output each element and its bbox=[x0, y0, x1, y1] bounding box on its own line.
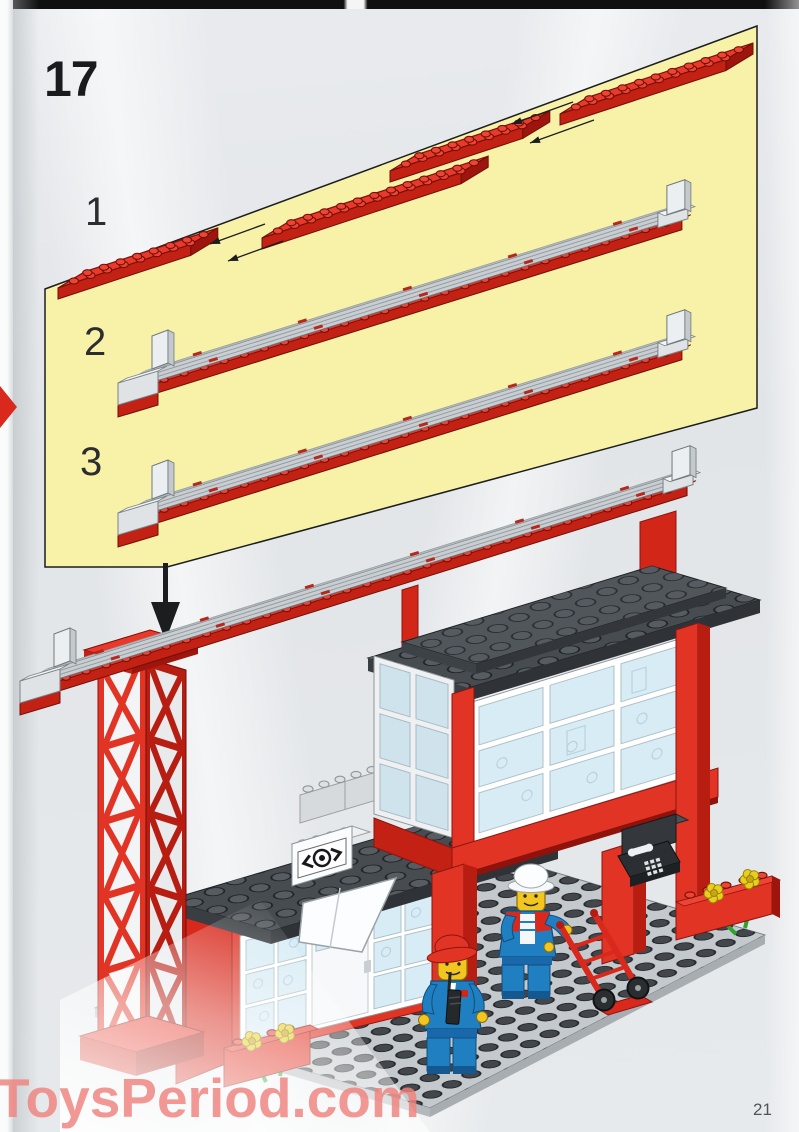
hand-truck bbox=[556, 909, 654, 1016]
signal-box-front-windows bbox=[471, 632, 701, 843]
substep-2-label: 2 bbox=[84, 320, 107, 364]
train-logo-icon bbox=[301, 847, 343, 869]
arrow-down-icon bbox=[151, 563, 180, 641]
step-panel bbox=[44, 24, 758, 568]
signal-box-side-windows bbox=[373, 655, 455, 839]
main-model bbox=[19, 444, 782, 1132]
scan-top-edge bbox=[0, 0, 799, 9]
radio-icon bbox=[445, 989, 462, 1025]
substep-3-label: 3 bbox=[80, 440, 103, 484]
page-number: 21 bbox=[753, 1100, 772, 1119]
step-number: 17 bbox=[44, 51, 99, 107]
scan-right-edge bbox=[765, 0, 799, 1132]
flower-wall-right bbox=[674, 869, 782, 941]
scan-left-shade bbox=[13, 0, 39, 1132]
adjacent-page-arrow bbox=[0, 386, 17, 428]
phone-icon bbox=[617, 813, 690, 887]
minifig-conductor bbox=[418, 934, 488, 1074]
scan-glare bbox=[60, 900, 430, 1132]
watermark: ToysPeriod.com bbox=[0, 1067, 420, 1129]
station-sign bbox=[290, 825, 372, 887]
substep-1-label: 1 bbox=[85, 190, 108, 234]
track-beam bbox=[19, 444, 702, 716]
awning bbox=[298, 876, 398, 953]
scan-left-edge bbox=[0, 0, 13, 1132]
door-handle bbox=[364, 959, 371, 974]
signal-box bbox=[366, 565, 762, 1015]
minifig-worker bbox=[498, 863, 573, 999]
